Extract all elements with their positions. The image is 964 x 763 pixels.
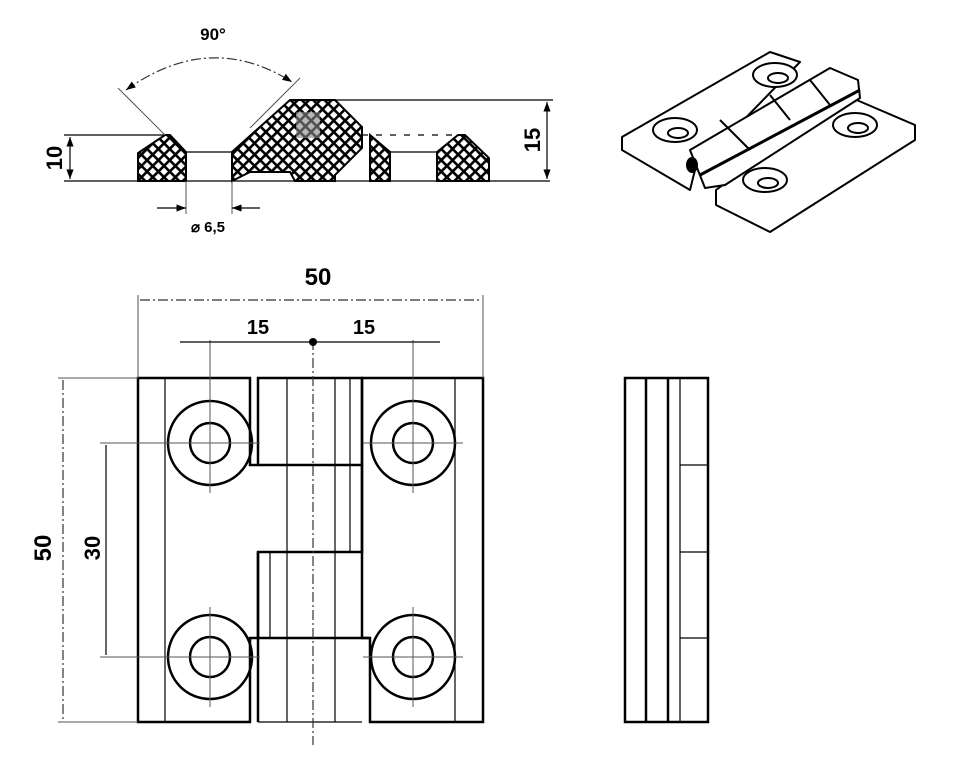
hole-diameter-label: ⌀ 6,5 xyxy=(191,219,225,236)
section-left-leaf xyxy=(137,134,187,182)
section-right-piece-b xyxy=(436,134,490,182)
section-right-piece-a xyxy=(369,132,391,182)
section-pin xyxy=(296,112,320,138)
section-knuckle xyxy=(231,99,363,183)
side-view xyxy=(623,376,710,724)
width-50-label: 50 xyxy=(305,264,332,291)
height-15-label: 15 xyxy=(520,128,545,152)
offset-right-15-label: 15 xyxy=(353,317,375,339)
hole-spacing-30-label: 30 xyxy=(80,536,105,560)
height-10-label: 10 xyxy=(42,146,67,170)
offset-left-15-label: 15 xyxy=(247,317,269,339)
isometric-view xyxy=(621,51,916,233)
angle-label: 90° xyxy=(200,25,226,44)
mounting-holes xyxy=(160,393,463,707)
height-50-label: 50 xyxy=(30,535,57,562)
section-view: 90° 10 15 ⌀ 6,5 xyxy=(42,25,553,236)
front-view: 50 15 15 50 30 xyxy=(30,264,485,745)
